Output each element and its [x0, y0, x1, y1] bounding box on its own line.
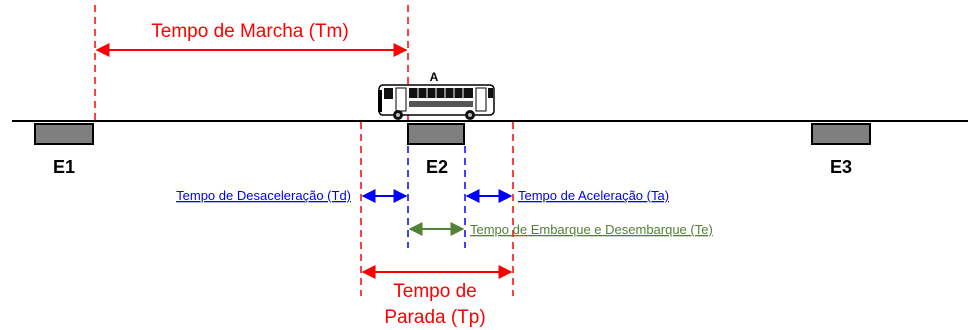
station-e3-label: E3	[830, 157, 852, 177]
station-e2-block	[407, 123, 465, 145]
bus-icon	[378, 84, 495, 120]
ta-label: Tempo de Aceleração (Ta)	[518, 188, 669, 203]
tp-label-line2: Parada (Tp)	[384, 307, 485, 328]
station-e1-label: E1	[53, 157, 75, 177]
tp-label-line1: Tempo de	[393, 281, 476, 302]
te-label: Tempo de Embarque e Desembarque (Te)	[470, 222, 713, 237]
td-label: Tempo de Desaceleração (Td)	[176, 188, 351, 203]
station-e3-block	[811, 123, 871, 145]
station-e2-label: E2	[426, 157, 448, 177]
tm-label: Tempo de Marcha (Tm)	[151, 21, 348, 42]
bus-label: A	[430, 70, 439, 84]
station-e1-block	[34, 123, 94, 145]
